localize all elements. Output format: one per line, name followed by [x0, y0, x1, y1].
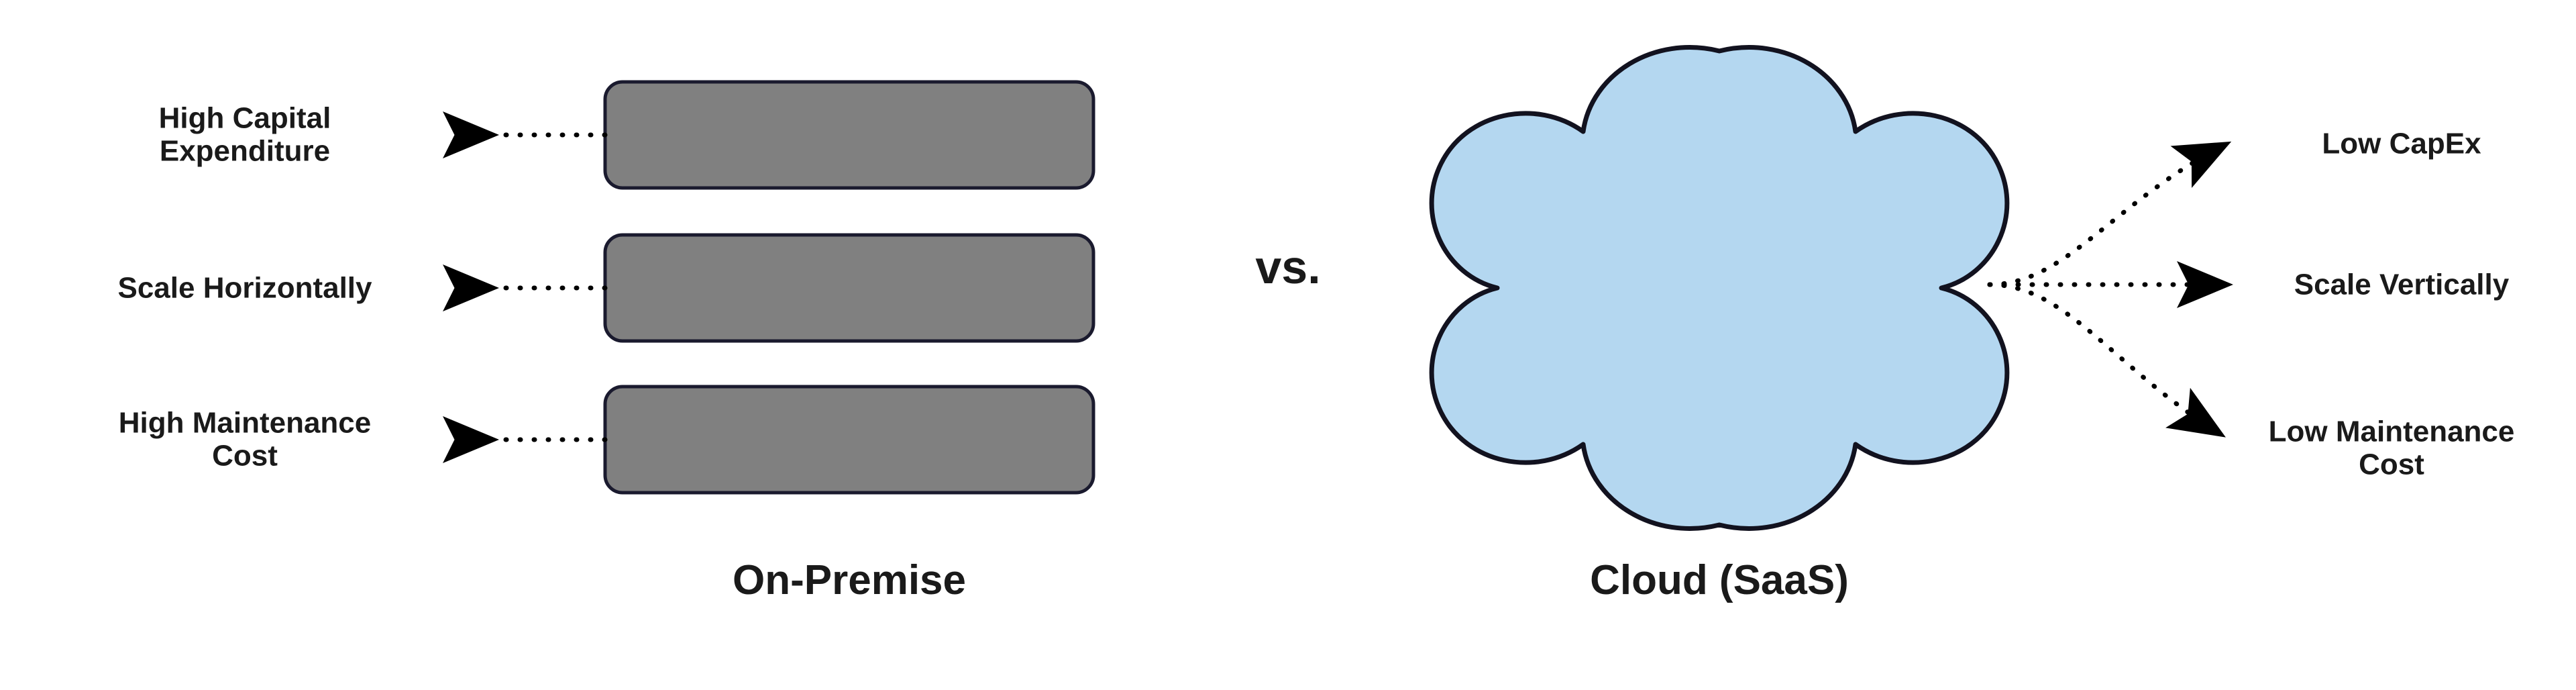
arrow-low-capex [1987, 141, 2232, 287]
caption-cloud: Cloud (SaaS) [1590, 557, 1849, 603]
server-box-1 [603, 80, 1095, 190]
server-box-2 [603, 233, 1095, 343]
feature-label-scale-vertically: Scale Vertically [2294, 268, 2510, 301]
feature-label-high-maintenance-cost: High Maintenance Cost [118, 406, 372, 473]
cloud-shape [1429, 45, 2010, 531]
feature-label-low-capex: Low CapEx [2322, 127, 2481, 160]
cloud-arrows [1987, 141, 2233, 438]
cloud-outline [1429, 45, 2010, 531]
feature-label-low-maintenance-cost: Low Maintenance Cost [2268, 415, 2515, 481]
versus-label: vs. [1255, 240, 1321, 293]
server-stack [603, 80, 1095, 495]
arrow-low-maintenance-cost [1987, 282, 2226, 438]
feature-label-scale-horizontally: Scale Horizontally [117, 271, 372, 305]
feature-label-high-capital-expenditure: High Capital Expenditure [158, 101, 331, 168]
caption-on-premise: On-Premise [732, 557, 967, 603]
server-box-3 [603, 385, 1095, 495]
on-premise-arrows [443, 111, 608, 463]
